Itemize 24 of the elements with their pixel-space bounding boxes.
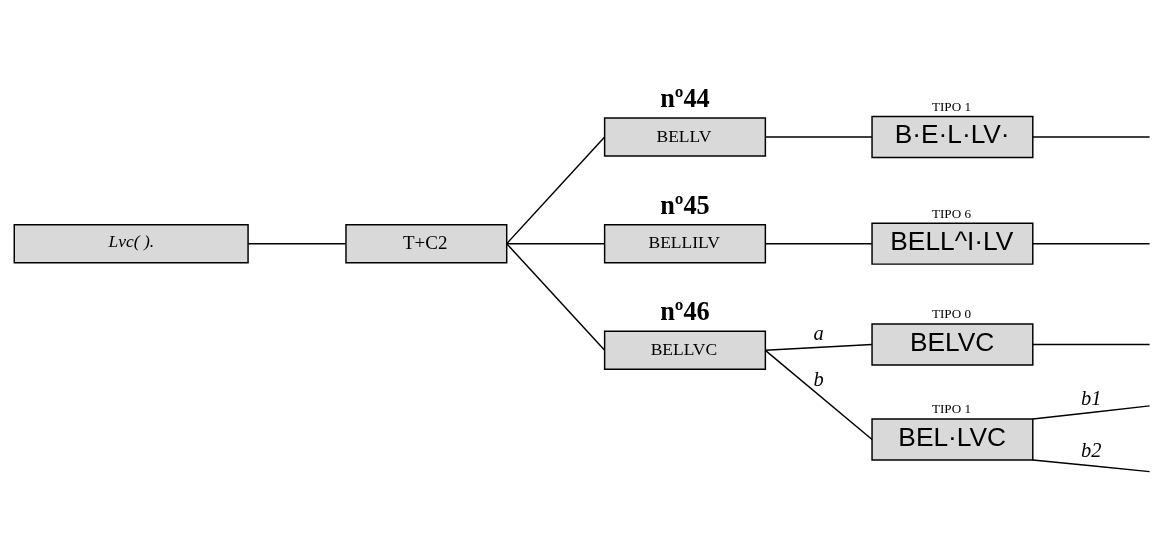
connector bbox=[764, 343, 873, 352]
connector bbox=[247, 242, 347, 245]
edge-label: b2 bbox=[1081, 439, 1102, 462]
node-label: nº44 bbox=[660, 83, 710, 113]
node-label: TIPO 1 bbox=[931, 98, 972, 114]
connector bbox=[1032, 242, 1151, 245]
connector bbox=[1032, 136, 1151, 138]
connector bbox=[764, 136, 873, 138]
connector bbox=[764, 242, 873, 245]
node-label: nº45 bbox=[660, 190, 710, 220]
node-label: TIPO 6 bbox=[931, 205, 972, 221]
node-label: nº46 bbox=[660, 297, 710, 327]
connector bbox=[1032, 343, 1151, 346]
edge-label: b1 bbox=[1081, 386, 1102, 409]
connector bbox=[764, 349, 873, 441]
node-label: TIPO 1 bbox=[931, 401, 972, 417]
connector bbox=[506, 242, 606, 352]
edge-label: a bbox=[813, 322, 824, 345]
connector bbox=[506, 242, 606, 245]
node-label: TIPO 0 bbox=[931, 306, 972, 322]
connector bbox=[506, 136, 606, 245]
edge-label: b bbox=[813, 367, 824, 390]
connector bbox=[1032, 459, 1151, 473]
connector bbox=[1032, 405, 1151, 420]
